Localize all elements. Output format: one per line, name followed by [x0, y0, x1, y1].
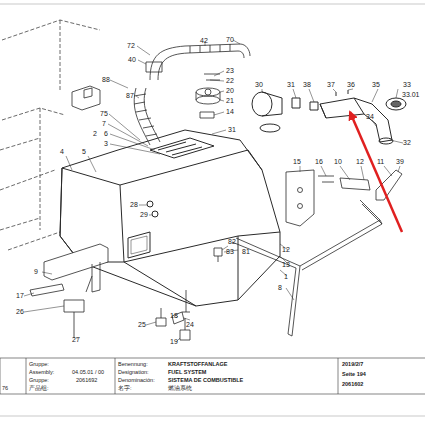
callout-number: 25 — [138, 321, 146, 328]
callout-number: 27 — [72, 336, 80, 343]
fuel-tank — [60, 130, 280, 306]
callout-number: 23 — [226, 67, 234, 74]
callout-number: 75 — [100, 110, 108, 117]
title-block-text: SISTEMA DE COMBUSTIBLE — [168, 378, 243, 384]
title-block-text: Seite 194 — [342, 372, 366, 378]
callout-number: 8 — [278, 284, 282, 291]
callout-number: 34 — [366, 113, 374, 120]
callout-number: 31 — [228, 126, 236, 133]
page-edge — [0, 4, 425, 5]
callout-number: 22 — [226, 77, 234, 84]
title-block-text: KRAFTSTOFFANLAGE — [168, 362, 227, 368]
red-arrow — [350, 112, 402, 232]
callout-number: 3 — [104, 140, 108, 147]
callout-number: 16 — [315, 158, 323, 165]
callout-number: 32 — [403, 139, 411, 146]
fitting — [200, 112, 214, 118]
callout-number: 11 — [377, 158, 384, 165]
callout-number: 12 — [282, 246, 290, 253]
drain-plug — [214, 248, 222, 262]
callout-number: 13 — [282, 261, 290, 268]
title-block-text: 2061692 — [76, 378, 97, 384]
callout-number: 87 — [126, 92, 134, 99]
callout-number: 2 — [93, 130, 97, 137]
title-block-text: Benennung: — [118, 362, 148, 368]
callout-number: 4 — [60, 148, 64, 155]
callout-number: 10 — [334, 158, 342, 165]
title-block — [0, 358, 425, 394]
tank-strap — [232, 200, 382, 336]
washer — [204, 74, 220, 80]
callout-number: 31 — [287, 81, 295, 88]
callout-number: 40 — [128, 56, 136, 63]
callout-number: 88 — [102, 76, 110, 83]
callout-number: 72 — [127, 42, 135, 49]
callout-number: 18 — [170, 312, 178, 319]
callout-number: 83 — [226, 248, 234, 255]
callout-number: 82 — [228, 238, 236, 245]
title-block-text: 04.05.01 / 00 — [72, 370, 104, 376]
callout-number: 38 — [303, 81, 311, 88]
callout-number: 81 — [242, 248, 250, 255]
callout-number: 70 — [226, 36, 234, 43]
bracket-hole — [84, 88, 92, 98]
callout-number: 37 — [327, 81, 335, 88]
callout-number: 21 — [226, 97, 234, 104]
drain-fitting — [156, 290, 190, 340]
title-block-text: Assembly: — [29, 370, 54, 376]
callout-number: 26 — [16, 308, 24, 315]
filler-neck — [252, 90, 406, 144]
title-block-text: Designation: — [118, 370, 149, 376]
title-block-text: 2061602 — [342, 382, 363, 388]
callout-number: 12 — [356, 158, 364, 165]
callout-number: 29 — [140, 211, 148, 218]
vent-hose — [150, 44, 250, 80]
callout-number: 33 — [403, 81, 411, 88]
callout-number: 14 — [226, 108, 234, 115]
callout-number: 42 — [200, 37, 208, 44]
callout-number: 17 — [16, 292, 24, 299]
bracket — [286, 170, 402, 226]
title-block-text: Gruppe: — [29, 378, 49, 384]
callout-number: 39 — [396, 158, 404, 165]
bracket-block — [72, 86, 100, 110]
callout-number: 19 — [170, 338, 178, 345]
callout-number: 1 — [284, 273, 288, 280]
title-block-text: FUEL SYSTEM — [168, 370, 206, 376]
callout-number: 20 — [226, 87, 234, 94]
callout-number: 24 — [186, 321, 194, 328]
title-block-text: 2019/2/7 — [342, 362, 363, 368]
callout-number: 5 — [82, 148, 86, 155]
hose-clamp — [146, 62, 162, 72]
callout-number: 15 — [293, 158, 301, 165]
title-block-text: 名字: — [118, 386, 132, 392]
fuel-sender — [196, 88, 220, 104]
title-block-text: 产品组: — [29, 386, 49, 392]
title-block-text: Denominación: — [118, 378, 155, 384]
callout-number: 33.01 — [402, 91, 420, 98]
callout-number: 9 — [34, 268, 38, 275]
callout-number: 28 — [130, 201, 138, 208]
callout-number: 36 — [347, 81, 355, 88]
callout-number: 30 — [255, 81, 263, 88]
leader-lines — [24, 40, 403, 342]
title-block-text: 76 — [2, 386, 8, 392]
title-block-text: 燃油系统 — [168, 386, 192, 392]
support-bracket — [30, 244, 108, 338]
page-edge — [0, 416, 425, 417]
fuel-hose — [134, 88, 160, 145]
callout-number: 7 — [102, 120, 106, 127]
callout-number: 35 — [372, 81, 380, 88]
callout-number: 6 — [104, 130, 108, 137]
title-block-text: Gruppe: — [29, 362, 49, 368]
